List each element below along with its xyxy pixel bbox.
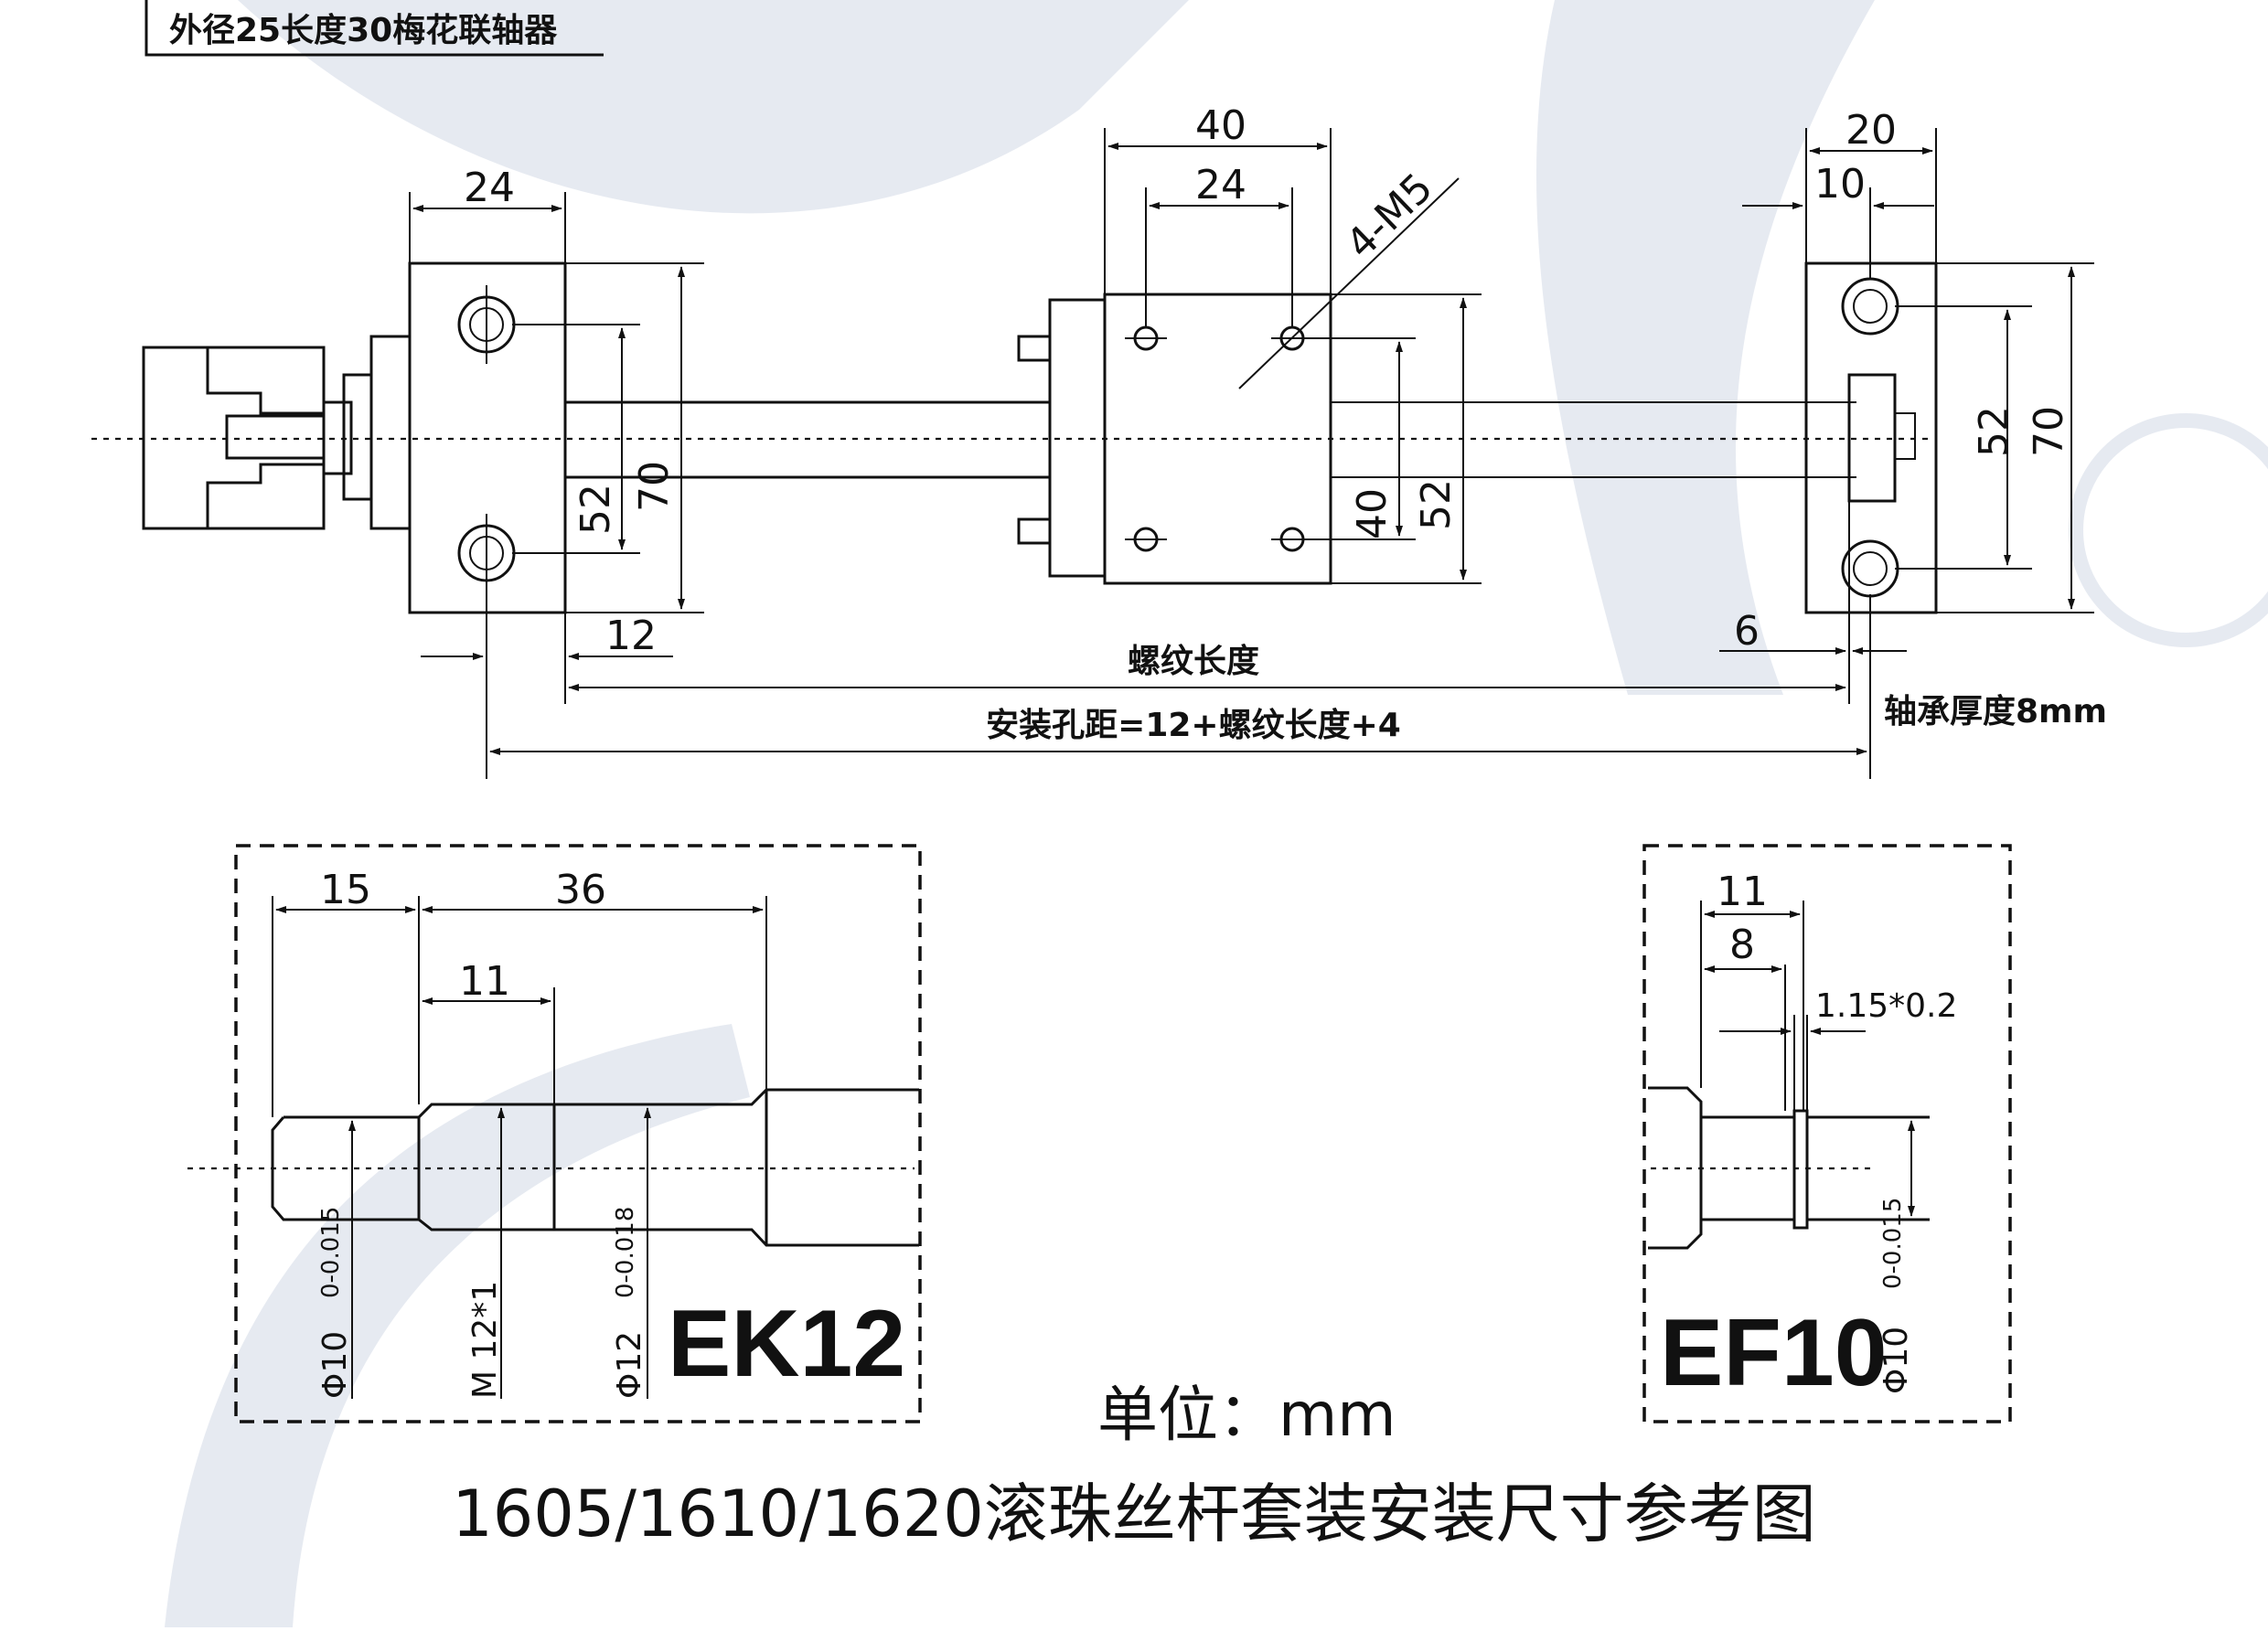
right-height-label: 70 bbox=[2026, 406, 2072, 457]
ef10-label: EF10 bbox=[1660, 1300, 1888, 1406]
right-width-label: 20 bbox=[1845, 107, 1897, 154]
ef10-detail: 11 8 1.15*0.2 Φ10 0-0.015 EF10 bbox=[1642, 844, 2012, 1423]
ef10-d1-label: Φ10 bbox=[1878, 1327, 1915, 1394]
ek12-thread-label: M 12*1 bbox=[466, 1281, 504, 1399]
ek12-d1-tol: 0-0.015 bbox=[317, 1207, 345, 1298]
ek12-d2-tol: 0-0.018 bbox=[612, 1207, 639, 1298]
right-support-dims: 20 10 52 70 6 bbox=[1719, 107, 2094, 704]
right-hole-span-label: 52 bbox=[1971, 406, 2017, 457]
ef10-dim-a: 11 bbox=[1717, 869, 1768, 915]
right-gap-label: 6 bbox=[1734, 608, 1760, 655]
ek12-d1-label: Φ10 bbox=[316, 1331, 354, 1399]
right-support bbox=[1804, 261, 1938, 614]
ek12-detail: 15 36 11 Φ10 0-0.015 M 12*1 Φ12 0-0.018 … bbox=[187, 844, 922, 1423]
left-height-label: 70 bbox=[631, 461, 678, 512]
nut-height-label: 52 bbox=[1413, 479, 1460, 530]
nut-hole-y-label: 40 bbox=[1349, 488, 1396, 539]
coupling-note-box: 外径25长度30梅花联轴器 bbox=[144, 0, 604, 57]
left-hole-span-label: 52 bbox=[572, 484, 619, 535]
coupling bbox=[142, 335, 412, 530]
nut-block bbox=[1017, 293, 1332, 585]
nut-hole-x-label: 24 bbox=[1195, 162, 1246, 208]
caption: 1605/1610/1620滚珠丝杆套装安装尺寸参考图 bbox=[452, 1476, 1816, 1551]
length-dims: 螺纹长度 安装孔距=12+螺纹长度+4 轴承厚度8mm bbox=[489, 594, 2107, 779]
nut-width-label: 40 bbox=[1195, 102, 1246, 149]
mount-distance-label: 安装孔距=12+螺纹长度+4 bbox=[986, 707, 1401, 744]
right-hole-offset-label: 10 bbox=[1814, 161, 1866, 208]
thread-length-label: 螺纹长度 bbox=[1128, 643, 1259, 680]
nut-block-dims: 40 24 4-M5 40 52 bbox=[1104, 102, 1482, 584]
ef10-dim-b: 8 bbox=[1729, 922, 1755, 968]
screw-shaft bbox=[565, 400, 1856, 479]
left-width-label: 24 bbox=[464, 165, 515, 211]
left-support-dims: 24 70 52 12 bbox=[409, 165, 704, 779]
ek12-d2-label: Φ12 bbox=[611, 1331, 648, 1399]
ef10-d1-tol: 0-0.015 bbox=[1879, 1198, 1907, 1289]
bearing-note: 轴承厚度8mm bbox=[1884, 693, 2107, 730]
nut-thread-label: 4-M5 bbox=[1337, 165, 1441, 268]
ek12-dim-a: 15 bbox=[320, 867, 371, 913]
watermark bbox=[165, 0, 2268, 1627]
coupling-note: 外径25长度30梅花联轴器 bbox=[169, 12, 558, 49]
ef10-groove-label: 1.15*0.2 bbox=[1815, 987, 1957, 1025]
ek12-label: EK12 bbox=[668, 1291, 905, 1397]
left-gap-label: 12 bbox=[605, 613, 657, 659]
unit-label: 单位：mm bbox=[1097, 1380, 1396, 1450]
ek12-dim-b: 36 bbox=[555, 867, 606, 913]
ek12-dim-c: 11 bbox=[459, 958, 510, 1005]
